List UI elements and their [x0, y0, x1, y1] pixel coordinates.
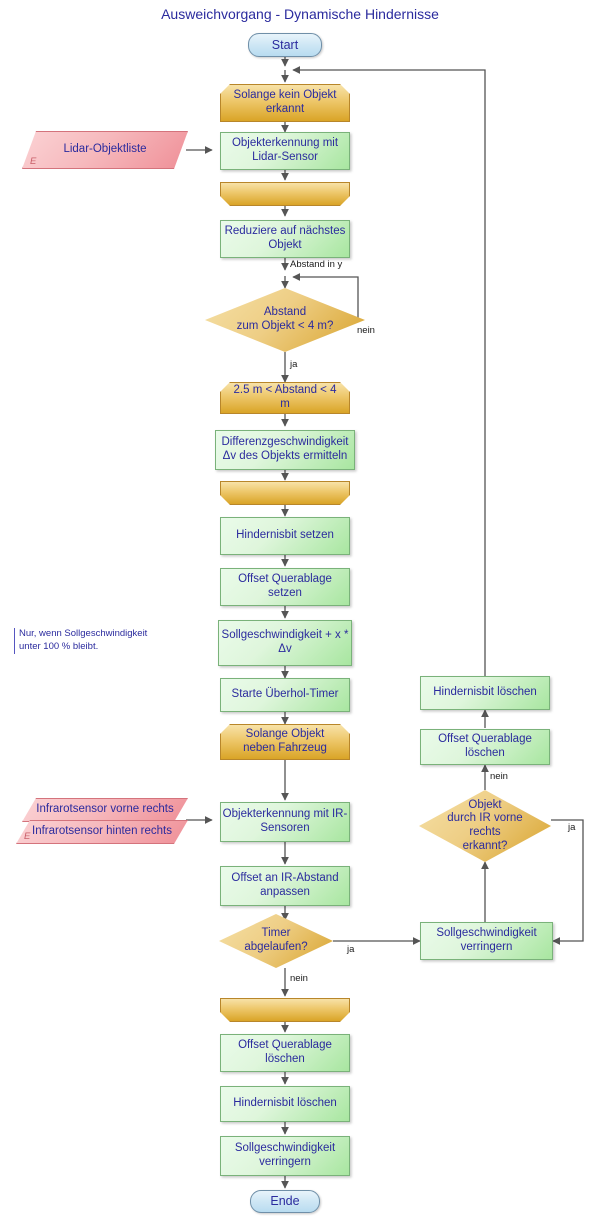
node-ir-rear-data[interactable]: Infrarotsensor hinten rechts E	[16, 820, 188, 844]
node-ir-front-data[interactable]: Infrarotsensor vorne rechts	[22, 798, 188, 822]
page-title: Ausweichvorgang - Dynamische Hindernisse	[161, 6, 439, 22]
node-ir-rear-data-label: Infrarotsensor hinten rechts	[32, 825, 172, 838]
node-loop-distance-end[interactable]	[220, 481, 350, 505]
edge-label-ir-nein: nein	[490, 771, 508, 782]
edge-label-distance-ja: ja	[290, 359, 298, 370]
data-marker-e-2: E	[24, 830, 31, 842]
edge-label-abstand-in-y: Abstand in y	[290, 259, 343, 270]
edge-label-timer-ja: ja	[347, 944, 355, 955]
node-start-timer-label: Starte Überhol-Timer	[231, 688, 339, 701]
node-start-timer[interactable]: Starte Überhol-Timer	[220, 678, 350, 712]
node-lidar-objektliste-label: Lidar-Objektliste	[63, 143, 147, 156]
node-ir-front-data-label: Infrarotsensor vorne rechts	[36, 803, 174, 816]
node-target-speed-plus-label: Sollgeschwindigkeit + x *Δv	[221, 629, 349, 655]
node-clear-obstacle-bottom[interactable]: Hindernisbit löschen	[220, 1086, 350, 1122]
edge-label-distance-nein: nein	[357, 325, 375, 336]
node-start-label: Start	[271, 37, 299, 52]
node-ir-detect[interactable]: Objekterkennung mit IR-Sensoren	[220, 802, 350, 842]
node-ir-detect-label: Objekterkennung mit IR-Sensoren	[222, 808, 348, 834]
node-set-obstacle-bit[interactable]: Hindernisbit setzen	[220, 517, 350, 555]
data-marker-e: E	[30, 155, 37, 167]
node-loop-beside-end[interactable]	[220, 998, 350, 1022]
node-target-speed-plus[interactable]: Sollgeschwindigkeit + x *Δv	[218, 620, 352, 666]
node-end-label: Ende	[270, 1194, 300, 1209]
node-set-obstacle-bit-label: Hindernisbit setzen	[236, 529, 334, 542]
node-loop-no-object-end[interactable]	[220, 182, 350, 206]
node-clear-obstacle-bottom-label: Hindernisbit löschen	[233, 1097, 337, 1110]
node-end[interactable]: Ende	[250, 1190, 320, 1213]
node-clear-obstacle-right-label: Hindernisbit löschen	[433, 686, 537, 699]
edge-label-timer-nein: nein	[290, 973, 308, 984]
node-lidar-objektliste[interactable]: Lidar-Objektliste E	[22, 131, 188, 169]
node-clear-obstacle-right[interactable]: Hindernisbit löschen	[420, 676, 550, 710]
node-start[interactable]: Start	[248, 33, 322, 57]
edge-label-ir-ja: ja	[568, 822, 576, 833]
